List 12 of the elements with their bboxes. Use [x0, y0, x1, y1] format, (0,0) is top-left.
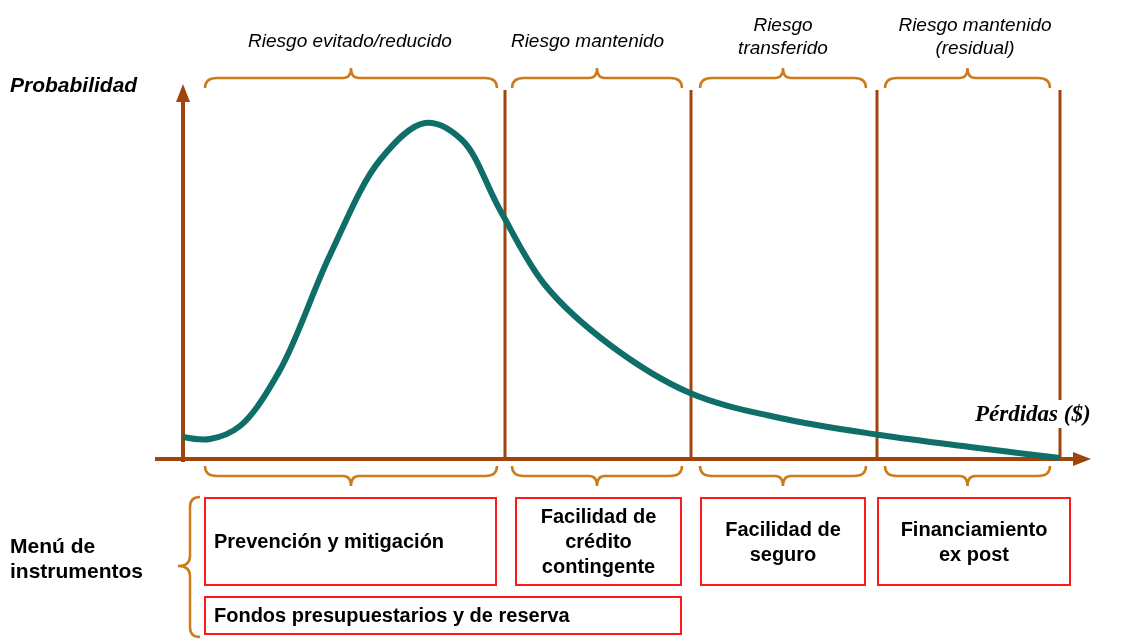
instrument-box: Prevención y mitigación [204, 497, 497, 586]
section-heading: Riesgo transferido [737, 14, 829, 60]
instrument-box: Facilidad de crédito contingente [515, 497, 682, 586]
section-heading: Riesgo evitado/reducido [247, 30, 453, 53]
instrument-box: Financiamiento ex post [877, 497, 1071, 586]
instrument-box: Facilidad de seguro [700, 497, 866, 586]
axis-title: Probabilidad [10, 72, 139, 98]
section-heading: Riesgo mantenido (residual) [897, 14, 1053, 60]
axis-title: Menú de instrumentos [10, 533, 144, 584]
axis-title: Pérdidas ($) [975, 400, 1091, 428]
instrument-box: Fondos presupuestarios y de reserva [204, 596, 682, 635]
section-heading: Riesgo mantenido [509, 30, 666, 53]
